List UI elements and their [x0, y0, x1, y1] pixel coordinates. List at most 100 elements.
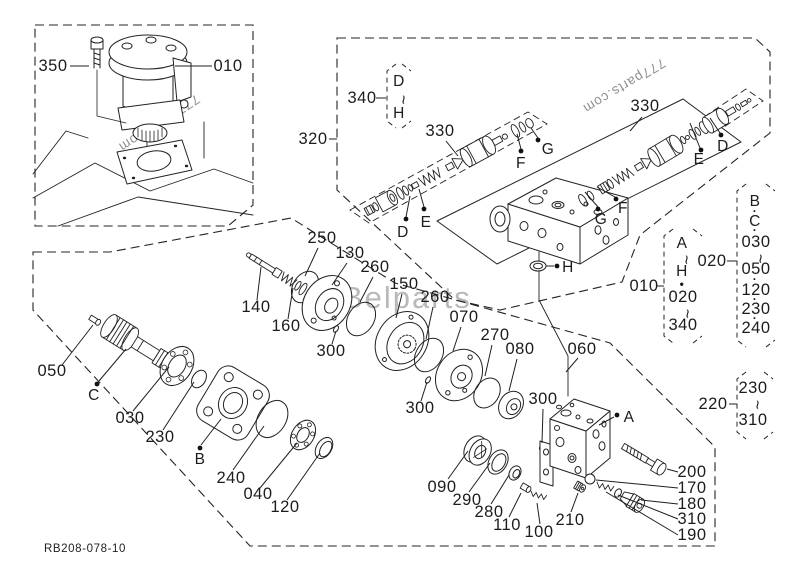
- callout-130: 130: [335, 244, 364, 262]
- b010-item-dot: •: [680, 277, 685, 291]
- callout-330-second: 330: [630, 97, 659, 115]
- callout-140: 140: [241, 298, 270, 316]
- b020-item-050: 050: [741, 260, 770, 278]
- b010-item-340: 340: [668, 316, 697, 334]
- callout-340: 340: [347, 89, 376, 107]
- callout-260-first: 260: [360, 258, 389, 276]
- callout-d-second: D: [717, 138, 729, 155]
- callout-320: 320: [298, 130, 327, 148]
- seal-290: [487, 449, 509, 475]
- b020-item-dot2: ·: [753, 223, 758, 237]
- b220-item-230: 230: [738, 379, 767, 397]
- callout-100: 100: [524, 523, 553, 541]
- bearing-040: [289, 419, 317, 451]
- b020-item-dot1: ·: [753, 204, 758, 218]
- relief-valve-second: [578, 98, 752, 207]
- callout-300-second: 300: [405, 399, 434, 417]
- b020-item-240: 240: [741, 319, 770, 337]
- seal-120: [314, 436, 334, 460]
- callout-160: 160: [271, 317, 300, 335]
- artwork-layer: [32, 34, 752, 513]
- callout-030: 030: [115, 409, 144, 427]
- spring-180: [596, 481, 615, 492]
- callout-210: 210: [555, 511, 584, 529]
- callout-080: 080: [505, 340, 534, 358]
- callout-300-third: 300: [528, 390, 557, 408]
- flange-b: [196, 365, 270, 441]
- valve-kit-boundary-320: [336, 37, 771, 311]
- o-ring-h: [529, 260, 547, 272]
- end-plate-070: [434, 348, 484, 402]
- callout-h-oring: H: [562, 259, 574, 276]
- callout-070: 070: [449, 308, 478, 326]
- bearing-030: [159, 345, 195, 387]
- callout-170: 170: [677, 479, 706, 497]
- pin-050: [88, 314, 102, 326]
- main-exploded-boundary: [32, 217, 716, 547]
- cup-280: [508, 465, 522, 481]
- callout-e-second: E: [694, 151, 705, 168]
- valve-band-second: [584, 88, 764, 209]
- mount-plate: [116, 139, 193, 185]
- b340-item-d: D: [393, 73, 405, 90]
- reference-brackets: [386, 63, 776, 440]
- callout-f-second: F: [618, 200, 628, 217]
- o-ring-260-second: [413, 337, 445, 373]
- callout-350: 350: [38, 57, 67, 75]
- shaft-140-spring-160: [246, 252, 308, 296]
- bolt-350-art: [90, 36, 104, 69]
- callout-010-installed: 010: [213, 57, 242, 75]
- b010-item-h: H: [676, 263, 688, 280]
- bracket-220: [736, 371, 774, 440]
- snap-ring-230: [191, 369, 207, 389]
- motor-side-bracket: [172, 57, 192, 103]
- pilot-valve-block: [489, 177, 629, 265]
- chassis-lines: [32, 121, 254, 227]
- b020-item-dot3: ·: [753, 272, 758, 286]
- callout-090: 090: [427, 478, 456, 496]
- callout-150: 150: [389, 275, 418, 293]
- callout-g-second: G: [595, 211, 608, 228]
- callout-060: 060: [567, 340, 596, 358]
- main-valve-block: [539, 398, 611, 487]
- b020-item-dot4: ·: [753, 292, 758, 306]
- callout-040: 040: [243, 485, 272, 503]
- callout-g-first: G: [542, 141, 555, 158]
- b010-item-tilde1: ~: [677, 255, 695, 265]
- callout-f-first: F: [516, 155, 526, 172]
- callout-b: B: [195, 451, 206, 468]
- b010-item-tilde2: ~: [678, 309, 696, 319]
- b220-item-310: 310: [738, 411, 767, 429]
- plug-110: [519, 482, 532, 493]
- callout-180: 180: [677, 495, 706, 513]
- b020-item-c: C: [749, 213, 761, 230]
- main-exploded-art: [88, 252, 667, 513]
- bracket-020: [736, 183, 776, 348]
- ball-170: [584, 473, 596, 485]
- mount-plate-holes: [122, 144, 189, 180]
- motor-lower-flange: [117, 99, 185, 131]
- callout-050: 050: [37, 362, 66, 380]
- b020-item-030: 030: [741, 233, 770, 251]
- ring-310: [614, 488, 622, 498]
- b220-item-tilde: ~: [748, 400, 766, 410]
- o-ring-240: [255, 399, 289, 439]
- installed-view-art: [32, 34, 254, 227]
- relief-valve-first: [363, 118, 534, 216]
- b020-item-dot5: ·: [753, 311, 758, 325]
- bracket-010: [663, 228, 703, 344]
- cap-090: [463, 435, 492, 466]
- b020-item-230: 230: [741, 300, 770, 318]
- fitting-210: [573, 480, 586, 493]
- gear-shaft-c: [100, 314, 174, 371]
- callout-280: 280: [474, 503, 503, 521]
- block-link-line: [538, 251, 569, 397]
- callout-010-group: 010: [629, 277, 658, 295]
- bolt-350-guide-line: [96, 69, 127, 124]
- callout-c: C: [88, 387, 100, 404]
- callout-a: A: [624, 409, 635, 426]
- o-ring-260-first: [345, 301, 377, 337]
